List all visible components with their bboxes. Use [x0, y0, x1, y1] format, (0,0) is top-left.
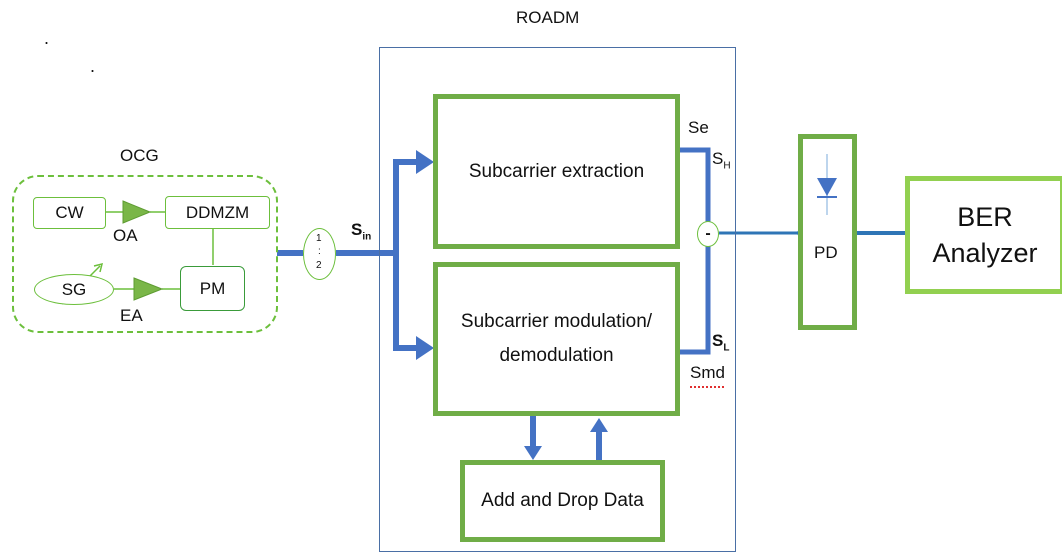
s-h-label: SH [712, 149, 731, 172]
stray-dot: . [44, 28, 50, 48]
sg-signal-generator: SG [34, 274, 114, 305]
pd-label: PD [814, 243, 838, 262]
add-drop-label: Add and Drop Data [481, 490, 644, 511]
photodetector-block [798, 134, 857, 330]
ddmzm-block: DDMZM [165, 196, 270, 229]
se-label: Se [688, 118, 709, 137]
subtractor-icon: - [697, 221, 719, 247]
pm-label: PM [199, 278, 226, 298]
oa-amplifier-icon [122, 200, 152, 224]
roadm-container [379, 47, 736, 552]
smd-label: Smd [690, 363, 725, 382]
roadm-title: ROADM [516, 8, 580, 27]
to-modulation-arrowhead [416, 336, 434, 360]
splitter-icon: 1 : 2 [303, 228, 336, 280]
ber-label-line1: BER [957, 202, 1013, 232]
ber-label-line2: Analyzer [932, 238, 1038, 268]
to-extraction-arrowhead [416, 150, 434, 174]
splitter-ratio-mid: : [318, 246, 321, 257]
se-path [680, 147, 711, 222]
pm-block: PM [180, 266, 245, 311]
ea-amplifier-icon [133, 277, 164, 301]
sg-label: SG [61, 279, 87, 299]
subcarrier-modulation-block: Subcarrier modulation/ demodulation [433, 262, 680, 416]
splitter-ratio-top: 1 [316, 233, 322, 244]
ea-label: EA [120, 306, 143, 325]
subtractor-sign: - [705, 225, 711, 242]
cw-laser-block: CW [33, 197, 106, 229]
extraction-label: Subcarrier extraction [468, 160, 645, 182]
cw-label: CW [55, 203, 84, 222]
add-drop-data-block: Add and Drop Data [460, 460, 665, 542]
add-arrowhead [590, 418, 608, 432]
stray-dot: . [90, 56, 96, 76]
ocg-group [12, 175, 278, 333]
photodiode-icon [817, 178, 837, 196]
smd-underline [690, 384, 724, 388]
ber-analyzer-block: BER Analyzer [905, 176, 1062, 294]
splitter-ratio-bottom: 2 [316, 260, 322, 271]
drop-arrowhead [524, 446, 542, 460]
ocg-label: OCG [120, 146, 159, 165]
oa-label: OA [113, 226, 138, 245]
modulation-label-line1: Subcarrier modulation/ [460, 311, 653, 332]
subcarrier-extraction-block: Subcarrier extraction [433, 94, 680, 249]
s-in-label: Sin [351, 220, 372, 243]
s-l-label: SL [712, 331, 730, 354]
ddmzm-label: DDMZM [185, 202, 250, 222]
modulation-label-line2: demodulation [499, 345, 614, 366]
smd-path [680, 246, 711, 355]
